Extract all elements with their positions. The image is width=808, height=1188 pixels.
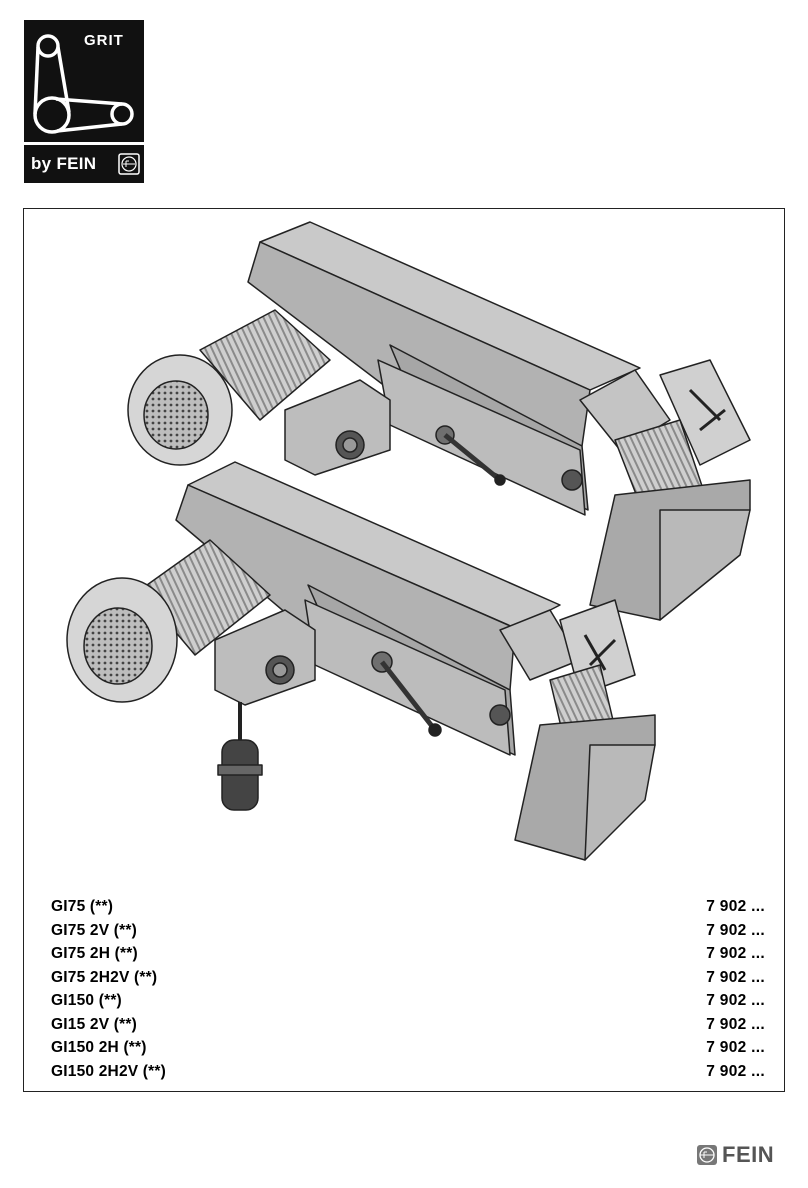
model-name: GI150 2H (**) — [51, 1039, 147, 1056]
model-number: 7 902 ... — [706, 968, 765, 986]
model-number: 7 902 ... — [706, 992, 765, 1009]
model-list: GI75 (**) 7 902 ... GI75 2V (**) 7 902 .… — [51, 898, 765, 1087]
model-name: GI150 (**) — [51, 992, 122, 1009]
model-number: 7 902 ... — [706, 921, 765, 939]
model-row: GI75 2H2V (**) 7 902 ... — [51, 968, 765, 993]
grinder-upper — [127, 221, 751, 621]
model-row: GI75 2V (**) 7 902 ... — [51, 921, 765, 946]
grinder-lower — [66, 461, 656, 861]
logo-background — [24, 20, 144, 142]
model-name: GI15 2V (**) — [51, 1015, 137, 1033]
logo-word: GRIT — [84, 32, 124, 49]
footer-brand: FEIN — [696, 1141, 792, 1171]
model-number: 7 902 ... — [706, 898, 765, 915]
model-row: GI150 (**) 7 902 ... — [51, 992, 765, 1016]
belt-grinder-illustration — [66, 221, 751, 861]
model-number: 7 902 ... — [706, 945, 765, 962]
model-number: 7 902 ... — [706, 1039, 765, 1056]
footer-brand-name: FEIN — [722, 1142, 775, 1167]
model-name: GI75 2V (**) — [51, 921, 137, 939]
model-name: GI75 2H (**) — [51, 945, 138, 962]
content-frame — [23, 208, 785, 1092]
model-name: GI75 (**) — [51, 898, 114, 915]
logo-tagline: by FEIN — [31, 154, 97, 173]
model-name: GI150 2H2V (**) — [51, 1062, 166, 1080]
model-row: GI150 2H (**) 7 902 ... — [51, 1039, 765, 1063]
model-row: GI75 2H (**) 7 902 ... — [51, 945, 765, 969]
fein-emblem-icon — [118, 153, 140, 175]
logo-divider — [24, 142, 144, 145]
belt-grinder-logo-icon — [33, 34, 134, 134]
model-number: 7 902 ... — [706, 1015, 765, 1033]
model-row: GI150 2H2V (**) 7 902 ... — [51, 1062, 765, 1087]
grit-logo: GRIT by FEIN — [24, 20, 144, 184]
model-number: 7 902 ... — [706, 1062, 765, 1080]
model-row: GI15 2V (**) 7 902 ... — [51, 1015, 765, 1040]
model-row: GI75 (**) 7 902 ... — [51, 898, 765, 922]
model-name: GI75 2H2V (**) — [51, 968, 158, 986]
fein-emblem-icon — [697, 1145, 717, 1165]
